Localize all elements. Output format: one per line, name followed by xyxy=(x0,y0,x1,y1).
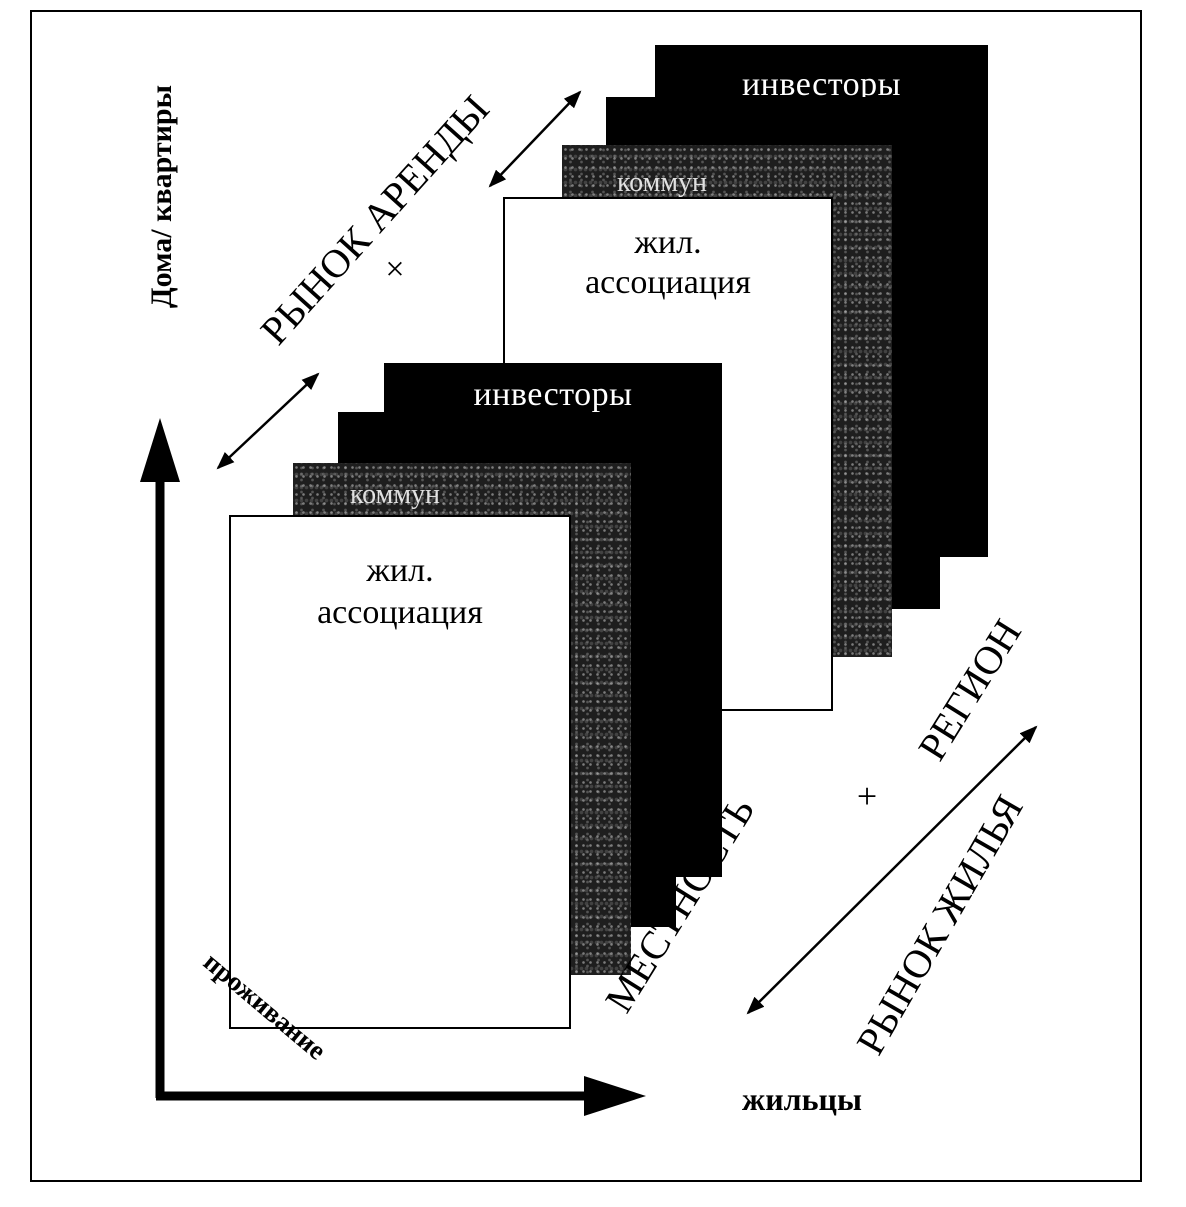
housing-market-arrow xyxy=(746,725,1038,1015)
back-association-line2: ассоциация xyxy=(585,264,751,301)
horizontal-axis-arrow xyxy=(156,1076,646,1116)
front-investors-label: инвесторы xyxy=(473,376,633,413)
front-association-sheet: жил. ассоциация xyxy=(229,515,571,1029)
rental-market-arrow-upper xyxy=(488,90,582,188)
locality-plus: + xyxy=(856,776,878,816)
back-investors-label: инвесторы xyxy=(741,66,902,103)
vertical-axis-label: Дома/ квартиры xyxy=(145,84,178,308)
rental-market-times: × xyxy=(385,251,405,288)
vertical-axis-arrow xyxy=(140,418,180,1098)
back-communities-label: коммун xyxy=(616,167,708,198)
front-association-line1: жил. xyxy=(366,552,434,589)
horizontal-axis-label: жильцы xyxy=(742,1081,862,1117)
back-association-line1: жил. xyxy=(634,224,702,261)
front-association-line2: ассоциация xyxy=(317,594,483,631)
rental-market-arrow-lower xyxy=(216,372,320,470)
front-communities-label: коммун xyxy=(349,479,441,510)
